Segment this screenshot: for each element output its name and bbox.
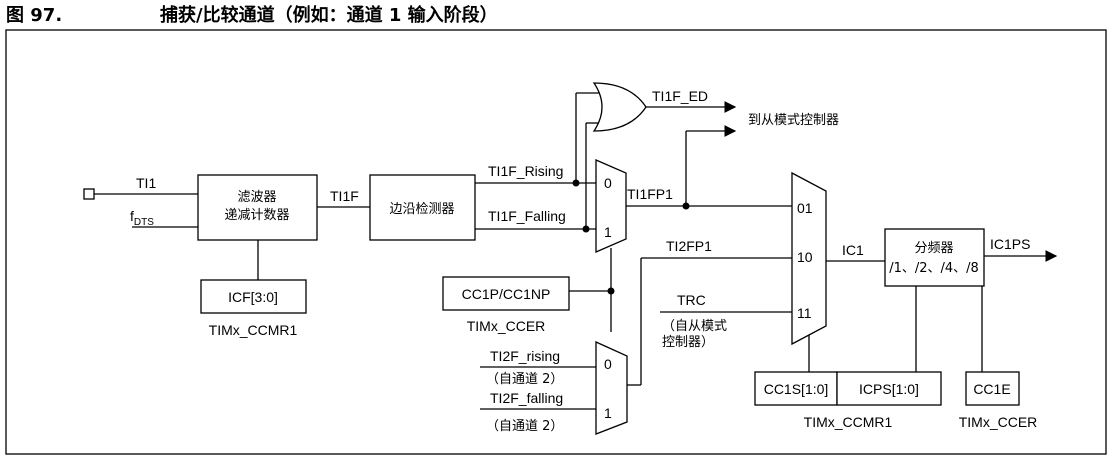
label-ti2f-falling: TI2F_falling (490, 390, 563, 406)
filter-label-1: 滤波器 (237, 190, 276, 205)
label-ti1: TI1 (136, 175, 156, 191)
icps-label: ICPS[1:0] (859, 381, 919, 397)
figure-frame (5, 29, 1107, 455)
ccmr1-reg-name: TIMx_CCMR1 (804, 414, 893, 430)
figure-number: 图 97. (6, 5, 62, 26)
icf-reg-name: TIMx_CCMR1 (209, 322, 298, 338)
mux2-in1: 1 (604, 405, 612, 421)
mux1-in0: 0 (604, 175, 612, 191)
label-trc-note-2: 控制器） (662, 335, 714, 350)
polarity-mux (595, 159, 627, 253)
cc1s-label: CC1S[1:0] (764, 381, 829, 397)
mux3-in01: 01 (797, 200, 813, 216)
cc1p-register (442, 276, 570, 311)
label-ti1f-ed: TI1F_ED (652, 88, 708, 104)
label-from-ch2-b: （自通道 2） (486, 419, 563, 434)
label-ti1fp1: TI1FP1 (627, 186, 673, 202)
label-to-slave: 到从模式控制器 (748, 113, 839, 128)
edge-detector-block (369, 174, 476, 241)
label-ti2fp1: TI2FP1 (666, 238, 712, 254)
cc1p-label: CC1P/CC1NP (462, 286, 551, 302)
prescaler-label-2: /1、/2、/4、/8 (889, 261, 979, 276)
mux2-in0: 0 (604, 356, 612, 372)
label-ti2f-rising: TI2F_rising (490, 348, 560, 364)
filter-block (197, 174, 318, 241)
cc1p-reg-name: TIMx_CCER (467, 318, 546, 334)
label-ic1ps: IC1PS (990, 236, 1030, 252)
figure-title: 捕获/比较通道（例如：通道 1 输入阶段） (160, 4, 498, 26)
label-fdts: fDTS (130, 208, 154, 228)
icf-label: ICF[3:0] (228, 289, 278, 305)
cc1e-label: CC1E (973, 381, 1010, 397)
label-ti1f: TI1F (330, 188, 359, 204)
input-select-mux (791, 171, 827, 346)
cc1s-register (754, 371, 838, 406)
label-ti1f-rising: TI1F_Rising (488, 163, 563, 179)
icf-register (200, 279, 307, 314)
mux3-in10: 10 (797, 249, 813, 265)
ti2-polarity-mux (595, 340, 628, 435)
label-from-ch2-a: （自通道 2） (486, 372, 563, 387)
ccer-reg-name: TIMx_CCER (959, 414, 1038, 430)
label-ic1: IC1 (842, 242, 864, 258)
input-pin (83, 188, 95, 200)
mux1-in1: 1 (604, 224, 612, 240)
prescaler-label-1: 分频器 (914, 241, 953, 256)
prescaler-block (884, 228, 985, 287)
edge-detector-label: 边沿检测器 (389, 202, 454, 217)
or-gate (592, 82, 647, 132)
cc1e-register (965, 371, 1020, 406)
icps-register (836, 371, 942, 406)
filter-label-2: 递减计数器 (224, 208, 289, 223)
label-trc-note-1: （自从模式 (662, 319, 727, 334)
junction-cc1p (607, 287, 615, 295)
label-ti1f-falling: TI1F_Falling (488, 208, 566, 224)
mux3-in11: 11 (797, 305, 812, 321)
label-trc: TRC (677, 292, 706, 308)
